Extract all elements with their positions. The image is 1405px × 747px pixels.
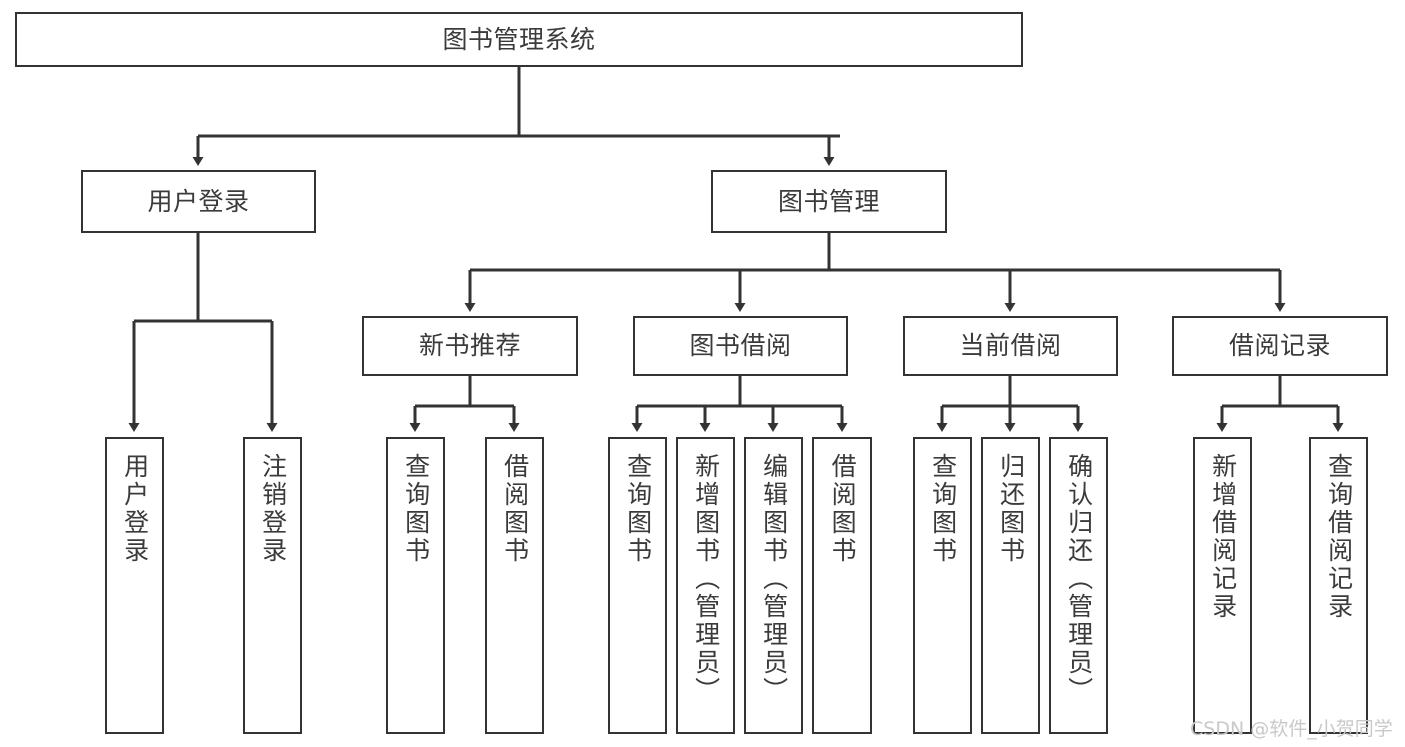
- node-leaf-query-book-recommend[interactable]: 查询图书: [386, 437, 445, 734]
- node-borrow-record[interactable]: 借阅记录: [1172, 316, 1388, 376]
- csdn-watermark: CSDN @软件_小贺同学: [1190, 718, 1393, 740]
- node-label: 用户登录: [120, 453, 150, 565]
- node-leaf-borrow-book[interactable]: 借阅图书: [812, 437, 872, 734]
- node-leaf-query-book-borrow[interactable]: 查询图书: [608, 437, 667, 734]
- node-leaf-add-book-admin[interactable]: 新增图书（管理员）: [676, 437, 735, 734]
- node-leaf-user-login[interactable]: 用户登录: [105, 437, 164, 734]
- node-book-borrow[interactable]: 图书借阅: [633, 316, 848, 376]
- node-root-book-management-system[interactable]: 图书管理系统: [15, 12, 1023, 67]
- node-leaf-edit-book-admin[interactable]: 编辑图书（管理员）: [744, 437, 803, 734]
- node-label: 借阅记录: [1228, 331, 1331, 360]
- node-label: 新增图书（管理员）: [691, 453, 721, 705]
- node-current-borrow[interactable]: 当前借阅: [903, 316, 1118, 376]
- node-label: 图书借阅: [689, 331, 792, 360]
- node-leaf-borrow-book-recommend[interactable]: 借阅图书: [485, 437, 544, 734]
- node-label: 编辑图书（管理员）: [759, 453, 789, 705]
- node-label: 当前借阅: [959, 331, 1062, 360]
- node-label: 借阅图书: [828, 453, 858, 565]
- node-leaf-logout[interactable]: 注销登录: [243, 437, 302, 734]
- node-leaf-query-book-current[interactable]: 查询图书: [913, 437, 972, 734]
- node-new-book-recommend[interactable]: 新书推荐: [362, 316, 578, 376]
- node-leaf-add-borrow-record[interactable]: 新增借阅记录: [1193, 437, 1252, 734]
- node-book-management[interactable]: 图书管理: [711, 170, 947, 233]
- node-label: 查询图书: [928, 453, 958, 565]
- node-leaf-return-book[interactable]: 归还图书: [981, 437, 1040, 734]
- node-label: 查询图书: [623, 453, 653, 565]
- node-label: 确认归还（管理员）: [1064, 453, 1094, 705]
- node-label: 用户登录: [147, 186, 250, 216]
- node-label: 借阅图书: [500, 453, 530, 565]
- node-leaf-confirm-return-admin[interactable]: 确认归还（管理员）: [1049, 437, 1108, 734]
- node-user-login[interactable]: 用户登录: [81, 170, 316, 233]
- node-label: 新增借阅记录: [1208, 453, 1238, 621]
- node-label: 新书推荐: [418, 331, 521, 360]
- node-label: 查询借阅记录: [1324, 453, 1354, 621]
- node-label: 归还图书: [996, 453, 1026, 565]
- node-label: 图书管理: [777, 186, 880, 216]
- node-label: 图书管理系统: [442, 24, 596, 54]
- node-leaf-query-borrow-record[interactable]: 查询借阅记录: [1309, 437, 1368, 734]
- node-label: 注销登录: [258, 453, 288, 565]
- node-label: 查询图书: [401, 453, 431, 565]
